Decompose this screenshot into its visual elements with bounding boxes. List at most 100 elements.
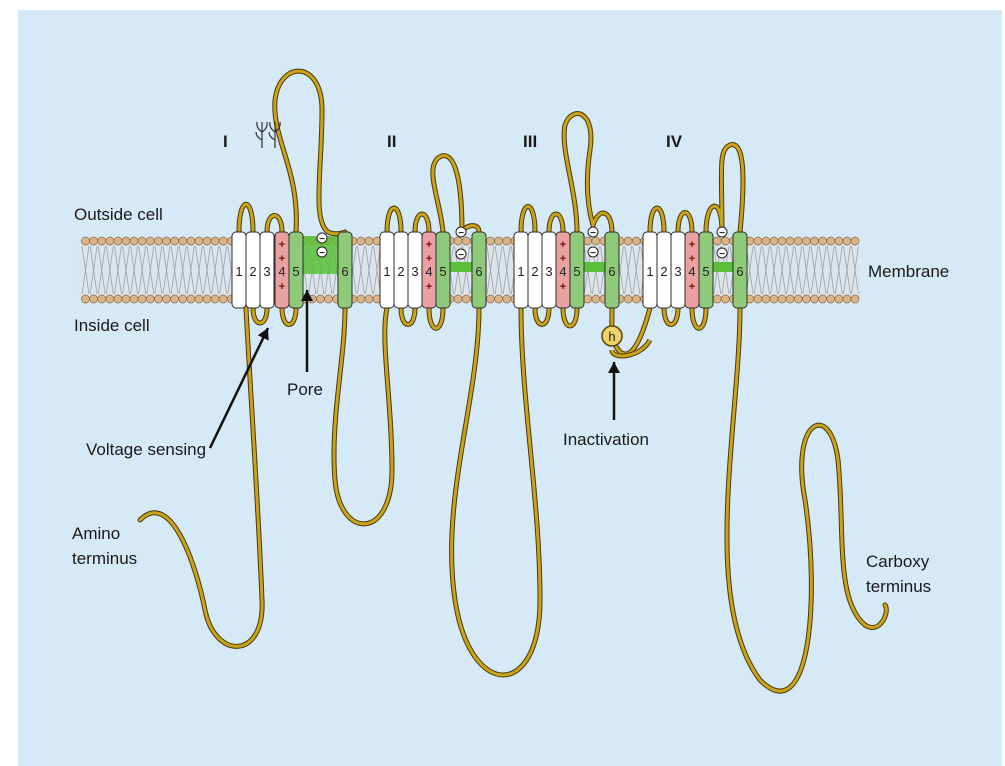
lipid-head (138, 295, 146, 303)
positive-charge: + (560, 253, 566, 265)
lipid-head (632, 237, 640, 245)
negative-charge-sign: − (719, 249, 725, 260)
lipid-head (98, 295, 106, 303)
lipid-head (195, 295, 203, 303)
negative-charge-sign: − (590, 248, 596, 259)
pore-band (449, 262, 475, 272)
inside-cell-label: Inside cell (74, 316, 150, 336)
amino-line2: terminus (72, 547, 137, 572)
segment-number: 4 (559, 264, 566, 279)
voltage-sensing-arrow (210, 328, 268, 448)
lipid-head (106, 237, 114, 245)
lipid-head (503, 295, 511, 303)
lipid-head (90, 237, 98, 245)
lipid-head (762, 295, 770, 303)
inactivation-arrow-head (608, 362, 620, 373)
lipid-head (503, 237, 511, 245)
segment-number: 3 (263, 264, 270, 279)
lipid-head (325, 295, 333, 303)
lipid-head (843, 237, 851, 245)
lipid-head (122, 237, 130, 245)
negative-charge-sign: − (458, 250, 464, 261)
pore-band (712, 262, 736, 272)
pore-label: Pore (287, 380, 323, 400)
lipid-head (624, 295, 632, 303)
positive-charge: + (689, 253, 695, 265)
gate-letter: h (608, 329, 615, 344)
lipid-head (171, 295, 179, 303)
lipid-head (762, 237, 770, 245)
lipid-head (163, 295, 171, 303)
segment-number: 2 (531, 264, 538, 279)
lipid-head (632, 295, 640, 303)
negative-charge-sign: − (590, 228, 596, 239)
carboxy-line2: terminus (866, 575, 931, 600)
lipid-head (827, 295, 835, 303)
lipid-head (754, 237, 762, 245)
lipid-head (211, 237, 219, 245)
lipid-head (778, 237, 786, 245)
domain-i-label: I (223, 132, 228, 152)
lipid-head (819, 237, 827, 245)
lipid-head (179, 237, 187, 245)
lipid-head (794, 237, 802, 245)
lipid-head (754, 295, 762, 303)
lipid-head (835, 237, 843, 245)
lipid-head (811, 295, 819, 303)
lipid-head (90, 295, 98, 303)
inactivation-label: Inactivation (563, 430, 649, 450)
positive-charge: + (426, 239, 432, 251)
segment-number: 4 (278, 264, 285, 279)
positive-charge: + (689, 281, 695, 293)
positive-charge: + (560, 239, 566, 251)
voltage-sensing-label: Voltage sensing (86, 440, 206, 460)
segment-number: 1 (517, 264, 524, 279)
lipid-head (98, 237, 106, 245)
lipid-head (130, 237, 138, 245)
segment-number: 6 (608, 264, 615, 279)
domain-iii-label: III (523, 132, 537, 152)
lipid-head (122, 295, 130, 303)
segment-number: 3 (545, 264, 552, 279)
negative-charge-sign: − (319, 234, 325, 245)
segment-number: 5 (702, 264, 709, 279)
carboxy-line1: Carboxy (866, 550, 931, 575)
lipid-head (219, 237, 227, 245)
lipid-head (365, 295, 373, 303)
lipid-head (827, 237, 835, 245)
chain-outline (727, 308, 886, 691)
lipid-head (138, 237, 146, 245)
lipid-head (851, 237, 859, 245)
chain-segment (275, 71, 345, 234)
segment-number: 6 (341, 264, 348, 279)
domain-iv-label: IV (666, 132, 682, 152)
segment-number: 3 (411, 264, 418, 279)
chain-segment (140, 308, 262, 646)
lipid-head (851, 295, 859, 303)
outside-cell-label: Outside cell (74, 205, 163, 225)
segment-number: 5 (439, 264, 446, 279)
carboxy-terminus-label: Carboxy terminus (866, 550, 931, 599)
lipid-head (114, 237, 122, 245)
lipid-head (786, 237, 794, 245)
chain-outline (706, 145, 743, 232)
lipid-head (778, 295, 786, 303)
lipid-head (146, 237, 154, 245)
lipid-head (316, 295, 324, 303)
polypeptide-chain (140, 71, 886, 691)
lipid-head (154, 295, 162, 303)
segment-number: 4 (425, 264, 432, 279)
lipid-head (802, 295, 810, 303)
membrane-label: Membrane (868, 262, 949, 282)
lipid-head (794, 295, 802, 303)
chain-outline (452, 308, 540, 675)
lipid-head (802, 237, 810, 245)
lipid-head (835, 295, 843, 303)
positive-charge: + (279, 239, 285, 251)
lipid-head (203, 237, 211, 245)
lipid-head (171, 237, 179, 245)
pore-band (583, 262, 608, 272)
lipid-head (187, 237, 195, 245)
positive-charge: + (279, 281, 285, 293)
lipid-head (365, 237, 373, 245)
